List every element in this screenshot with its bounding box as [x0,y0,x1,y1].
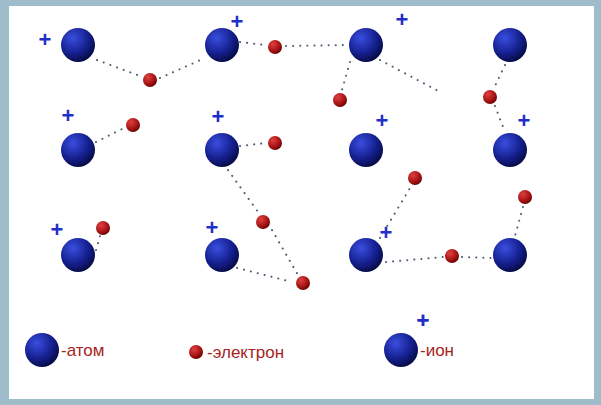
charge-sign: + [396,9,409,31]
charge-sign: + [39,29,52,51]
charge-sign: + [376,110,389,132]
charge-sign: + [206,217,219,239]
charge-sign: + [518,110,531,132]
charge-sign: + [417,310,430,332]
electron-paths [96,42,523,282]
charge-sign: + [62,105,75,127]
charge-sign: + [212,106,225,128]
legend-text: -ион [420,342,454,359]
charge-sign: + [231,11,244,33]
charge-sign: + [51,219,64,241]
legend-text: -электрон [207,344,284,361]
panel [9,6,594,399]
atom-circles [25,28,527,367]
legend-text: -атом [61,342,104,359]
electron-dots [96,40,532,359]
charge-sign: + [380,222,393,244]
